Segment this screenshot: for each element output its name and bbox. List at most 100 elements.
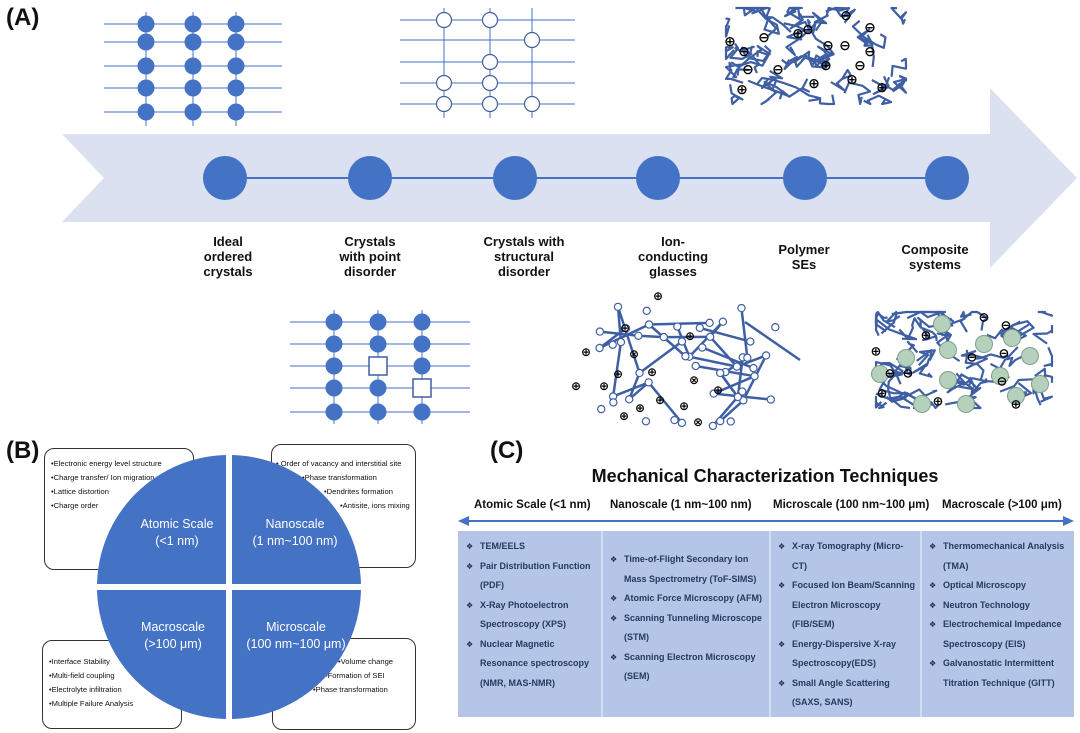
lattice-atom (369, 313, 387, 331)
polymer-chain (793, 50, 830, 69)
anion-symbol: ⊖ (772, 62, 784, 78)
diamond-bullet-icon: ❖ (610, 594, 618, 603)
technique-line: Spectroscopy (XPS) (480, 619, 567, 629)
glass-node (716, 416, 725, 426)
note-line: •Formation of SEI (325, 671, 385, 680)
technique-line: Small Angle Scattering (792, 677, 890, 688)
polymer-chain (808, 53, 829, 68)
mobile-ion-symbol: ⊕ (647, 365, 657, 379)
quadrant-nano: Nanoscale (1 nm~100 nm) (230, 516, 360, 550)
glass-node (616, 337, 626, 347)
glass-bond (638, 334, 664, 339)
note-line: •Multi-field coupling (49, 671, 115, 680)
cation-symbol: ⊕ (808, 76, 820, 92)
technique-line: (FIB/SEM) (792, 619, 835, 629)
technique-item: ❖X-ray Tomography (Micro-CT) (778, 537, 917, 576)
mobile-ion-symbol: ⊕ (571, 379, 581, 393)
technique-line: Scanning Tunneling Microscope (624, 612, 762, 623)
polymer-chain (830, 68, 852, 92)
polymer-chain (785, 19, 812, 57)
ceramic-filler (1003, 329, 1021, 347)
polymer-chain (755, 7, 780, 35)
polymer-chain (887, 372, 911, 410)
glass-node (595, 327, 605, 336)
polymer-chain (890, 6, 908, 25)
glass-node (635, 368, 644, 378)
anion-symbol: ⊖ (979, 311, 990, 326)
structural-disorder-lattice (400, 8, 575, 118)
lattice-atom (325, 379, 343, 397)
glass-node (691, 361, 700, 371)
polymer-chain (863, 38, 875, 68)
lattice-atom (227, 103, 245, 121)
polymer-chain (761, 69, 784, 90)
glass-node (597, 404, 606, 414)
technique-line: Electron Microscopy (792, 599, 881, 610)
diamond-bullet-icon: ❖ (778, 542, 786, 551)
lattice-atom-open (523, 31, 541, 49)
note-line: •Interface Stability (49, 657, 110, 666)
glass-node (771, 323, 780, 332)
ceramic-filler (939, 371, 957, 389)
cation-symbol: ⊕ (871, 345, 882, 360)
glass-node (743, 353, 752, 362)
technique-line: Time-of-Flight Secondary Ion (624, 554, 749, 564)
polymer-chain (975, 346, 1019, 360)
scale-circle-divider-h (92, 584, 366, 590)
timeline-nodes (203, 156, 969, 200)
timeline-node (925, 156, 969, 200)
glass-node (715, 368, 725, 378)
note-line: •Volume change (338, 657, 394, 666)
technique-item: ❖TEM/EELS (466, 537, 598, 557)
polymer-chain (874, 311, 888, 328)
polymer-chain (817, 45, 834, 68)
lattice-atom (227, 57, 245, 75)
quadrant-atomic-range: (<1 nm) (155, 534, 199, 548)
anion-symbol: ⊖ (758, 30, 770, 46)
glass-node (644, 320, 654, 329)
technique-line: Galvanostatic Intermittent (943, 658, 1055, 668)
panel-label-b: (B) (6, 437, 40, 464)
anion-symbol: ⊖ (854, 58, 866, 74)
note-line: •Electrolyte infiltration (49, 685, 122, 694)
anion-symbol: ⊖ (864, 44, 876, 60)
ceramic-filler (957, 395, 975, 413)
glass-bond (709, 335, 738, 368)
technique-line: Spectroscopy(EDS) (792, 658, 877, 668)
note-line: •Phase transformation (313, 685, 388, 694)
technique-item: ❖Neutron Technology (929, 596, 1070, 616)
anion-symbol: ⊖ (864, 20, 876, 36)
glass-node (624, 395, 634, 404)
scale-head-nano: Nanoscale (1 nm~100 nm) (610, 499, 752, 511)
lattice-atom (325, 357, 343, 375)
techniques-table-bg (458, 531, 1074, 717)
glass-node (737, 303, 746, 313)
glass-node (726, 417, 735, 426)
diamond-bullet-icon: ❖ (466, 561, 474, 571)
polymer-chain (856, 28, 874, 46)
technique-line: Thermomechanical Analysis (943, 541, 1065, 551)
glass-node (750, 371, 759, 381)
technique-line: Nuclear Magnetic (480, 638, 555, 649)
cation-symbol: ⊕ (1011, 398, 1022, 413)
lattice-atom-open (435, 74, 453, 92)
mobile-ion-symbol: ⊕ (655, 393, 665, 407)
cation-symbol: ⊕ (724, 34, 736, 50)
polymer-chain (889, 388, 938, 400)
cation-symbol: ⊕ (792, 26, 804, 42)
glass-node (642, 306, 651, 316)
technique-line: (TMA) (943, 560, 969, 571)
ceramic-filler (1007, 387, 1025, 405)
technique-item: ❖Thermomechanical Analysis(TMA) (929, 537, 1070, 576)
glass-node (708, 421, 718, 431)
polymer-chain (751, 45, 772, 74)
technique-line: (SEM) (624, 671, 650, 681)
lattice-atom (325, 335, 343, 353)
glass-bond (599, 323, 650, 350)
mobile-ion-symbol: ⊕ (613, 367, 623, 381)
cation-symbol: ⊕ (876, 80, 888, 96)
polymer-chain (736, 44, 772, 76)
ceramic-filler (975, 335, 993, 353)
